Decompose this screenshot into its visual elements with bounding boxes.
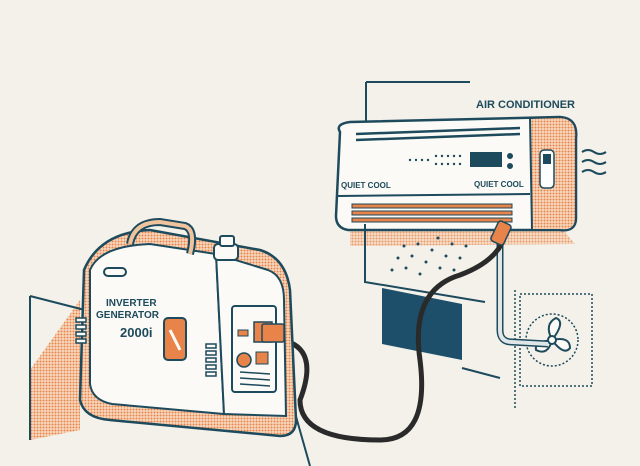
window bbox=[364, 224, 501, 379]
generator-model: 2000i bbox=[120, 325, 153, 340]
power-cord bbox=[281, 231, 509, 443]
outdoor-unit bbox=[496, 242, 593, 410]
ac-left-label: QUIET COOL bbox=[341, 181, 391, 190]
airflow-dots bbox=[390, 236, 468, 276]
generator: INVERTER GENERATOR 2000i bbox=[75, 217, 298, 438]
cord-plug-generator bbox=[261, 323, 285, 343]
generator-line2: GENERATOR bbox=[96, 310, 160, 321]
ac-title: AIR CONDITIONER bbox=[476, 99, 575, 111]
air-conditioner: AIR CONDITIONER QUIET COOL QUIET COOL bbox=[334, 99, 607, 246]
ac-right-label: QUIET COOL bbox=[474, 180, 524, 189]
generator-line1: INVERTER bbox=[106, 298, 157, 309]
cord-plug-ac bbox=[490, 220, 512, 246]
